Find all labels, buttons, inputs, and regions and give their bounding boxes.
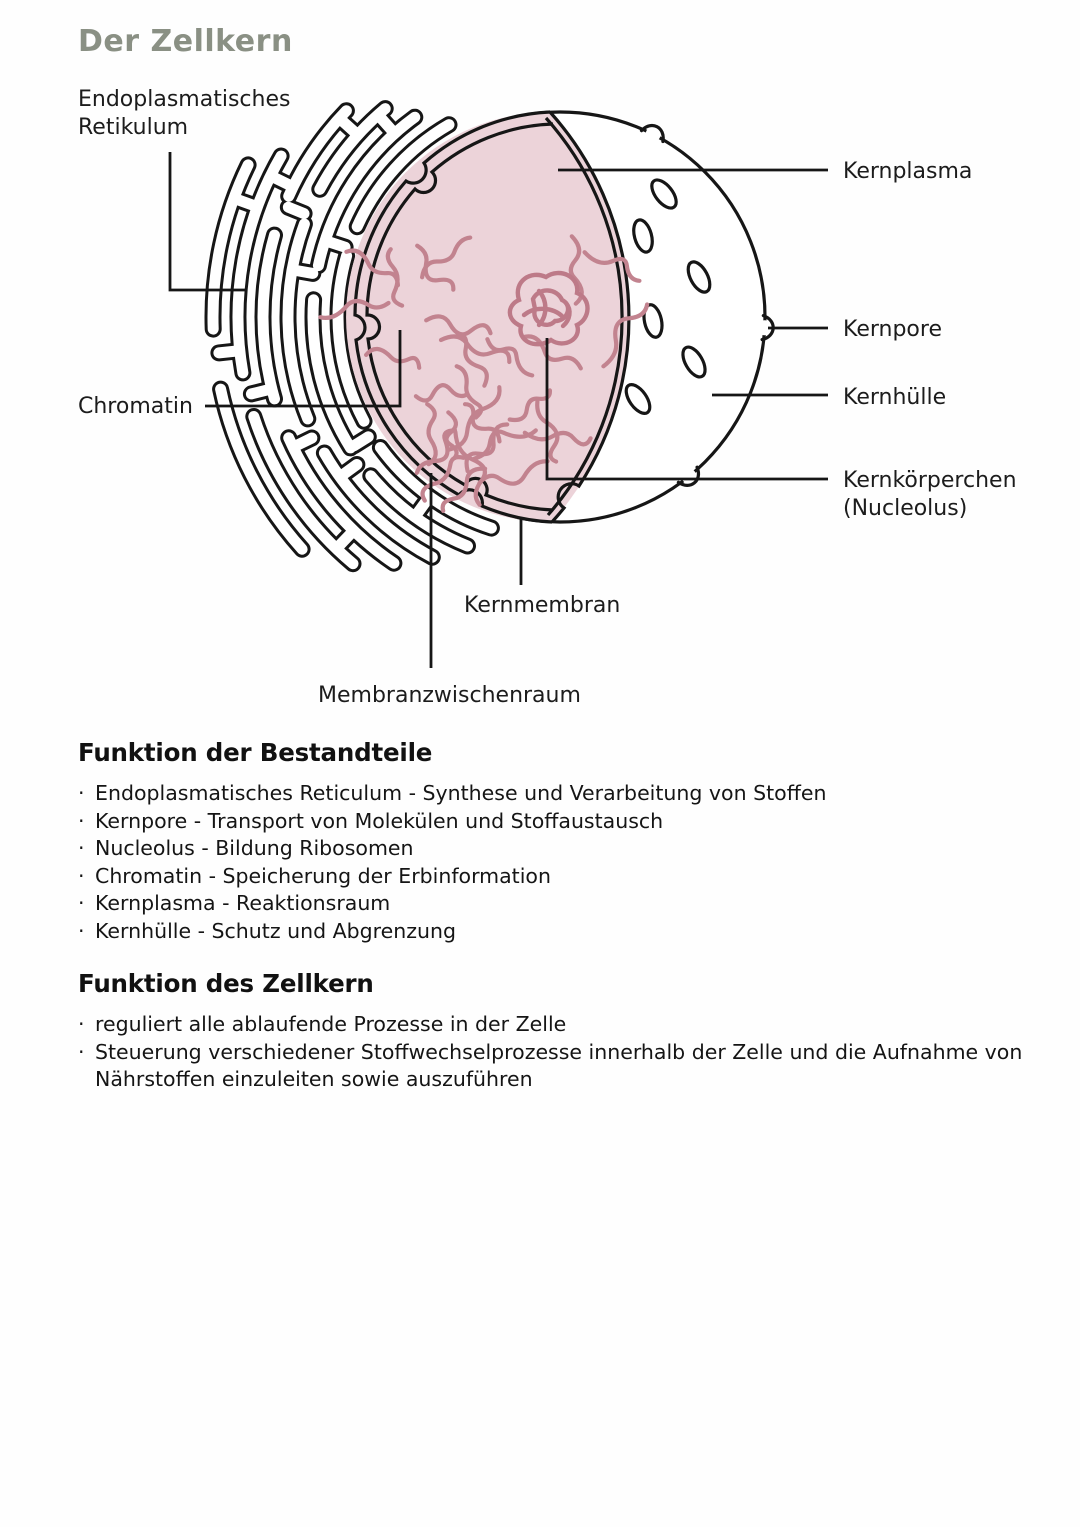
chromatin-strands bbox=[318, 234, 650, 513]
label-membranzwischenraum: Membranzwischenraum bbox=[318, 683, 581, 708]
label-endoplasmatisches-retikulum: Endoplasmatisches bbox=[78, 87, 290, 112]
nucleolus-knot bbox=[507, 270, 590, 347]
list-item: Steuerung verschiedener Stoffwechselproz… bbox=[78, 1039, 1043, 1094]
label-endoplasmatisches-retikulum-line2: Retikulum bbox=[78, 115, 188, 140]
kernkoerperchen-leader-line bbox=[545, 338, 828, 481]
section-heading-funktion-zellkern: Funktion des Zellkern bbox=[78, 969, 374, 998]
label-kernplasma: Kernplasma bbox=[843, 159, 972, 184]
list-item: Chromatin - Speicherung der Erbinformati… bbox=[78, 863, 1043, 891]
label-kernkoerperchen: Kernkörperchen bbox=[843, 468, 1017, 493]
list-item: reguliert alle ablaufende Prozesse in de… bbox=[78, 1011, 1043, 1039]
list-item: Kernpore - Transport von Molekülen und S… bbox=[78, 808, 1043, 836]
notes-sections: Funktion der Bestandteile Endoplasmatisc… bbox=[78, 738, 1043, 1094]
endoplasmic-reticulum-drawing bbox=[204, 100, 500, 573]
er-leader-line bbox=[168, 152, 247, 292]
label-chromatin: Chromatin bbox=[78, 394, 193, 419]
label-kernhuelle: Kernhülle bbox=[843, 385, 946, 410]
label-kernpore: Kernpore bbox=[843, 317, 942, 342]
section-heading-bestandteile: Funktion der Bestandteile bbox=[78, 738, 433, 767]
inner-membrane-inner-line bbox=[365, 122, 554, 512]
list-item: Nucleolus - Bildung Ribosomen bbox=[78, 835, 1043, 863]
cell-nucleus-diagram: Endoplasmatisches Retikulum Chromatin Ke… bbox=[78, 87, 1017, 708]
cut-edge-outer-line bbox=[548, 110, 631, 524]
nucleoplasm-cut-face bbox=[346, 112, 630, 523]
chromatin-leader-line bbox=[205, 330, 402, 408]
list-item: Kernhülle - Schutz und Abgrenzung bbox=[78, 918, 1043, 946]
leader-lines bbox=[168, 152, 828, 668]
label-kernmembran: Kernmembran bbox=[464, 593, 620, 618]
label-nucleolus: (Nucleolus) bbox=[843, 496, 967, 521]
list-item: Kernplasma - Reaktionsraum bbox=[78, 890, 1043, 918]
list-item: Endoplasmatisches Reticulum - Synthese u… bbox=[78, 780, 1043, 808]
inner-membrane-outer-line bbox=[353, 110, 553, 524]
page-title: Der Zellkern bbox=[78, 24, 293, 59]
nuclear-pores bbox=[624, 178, 712, 415]
